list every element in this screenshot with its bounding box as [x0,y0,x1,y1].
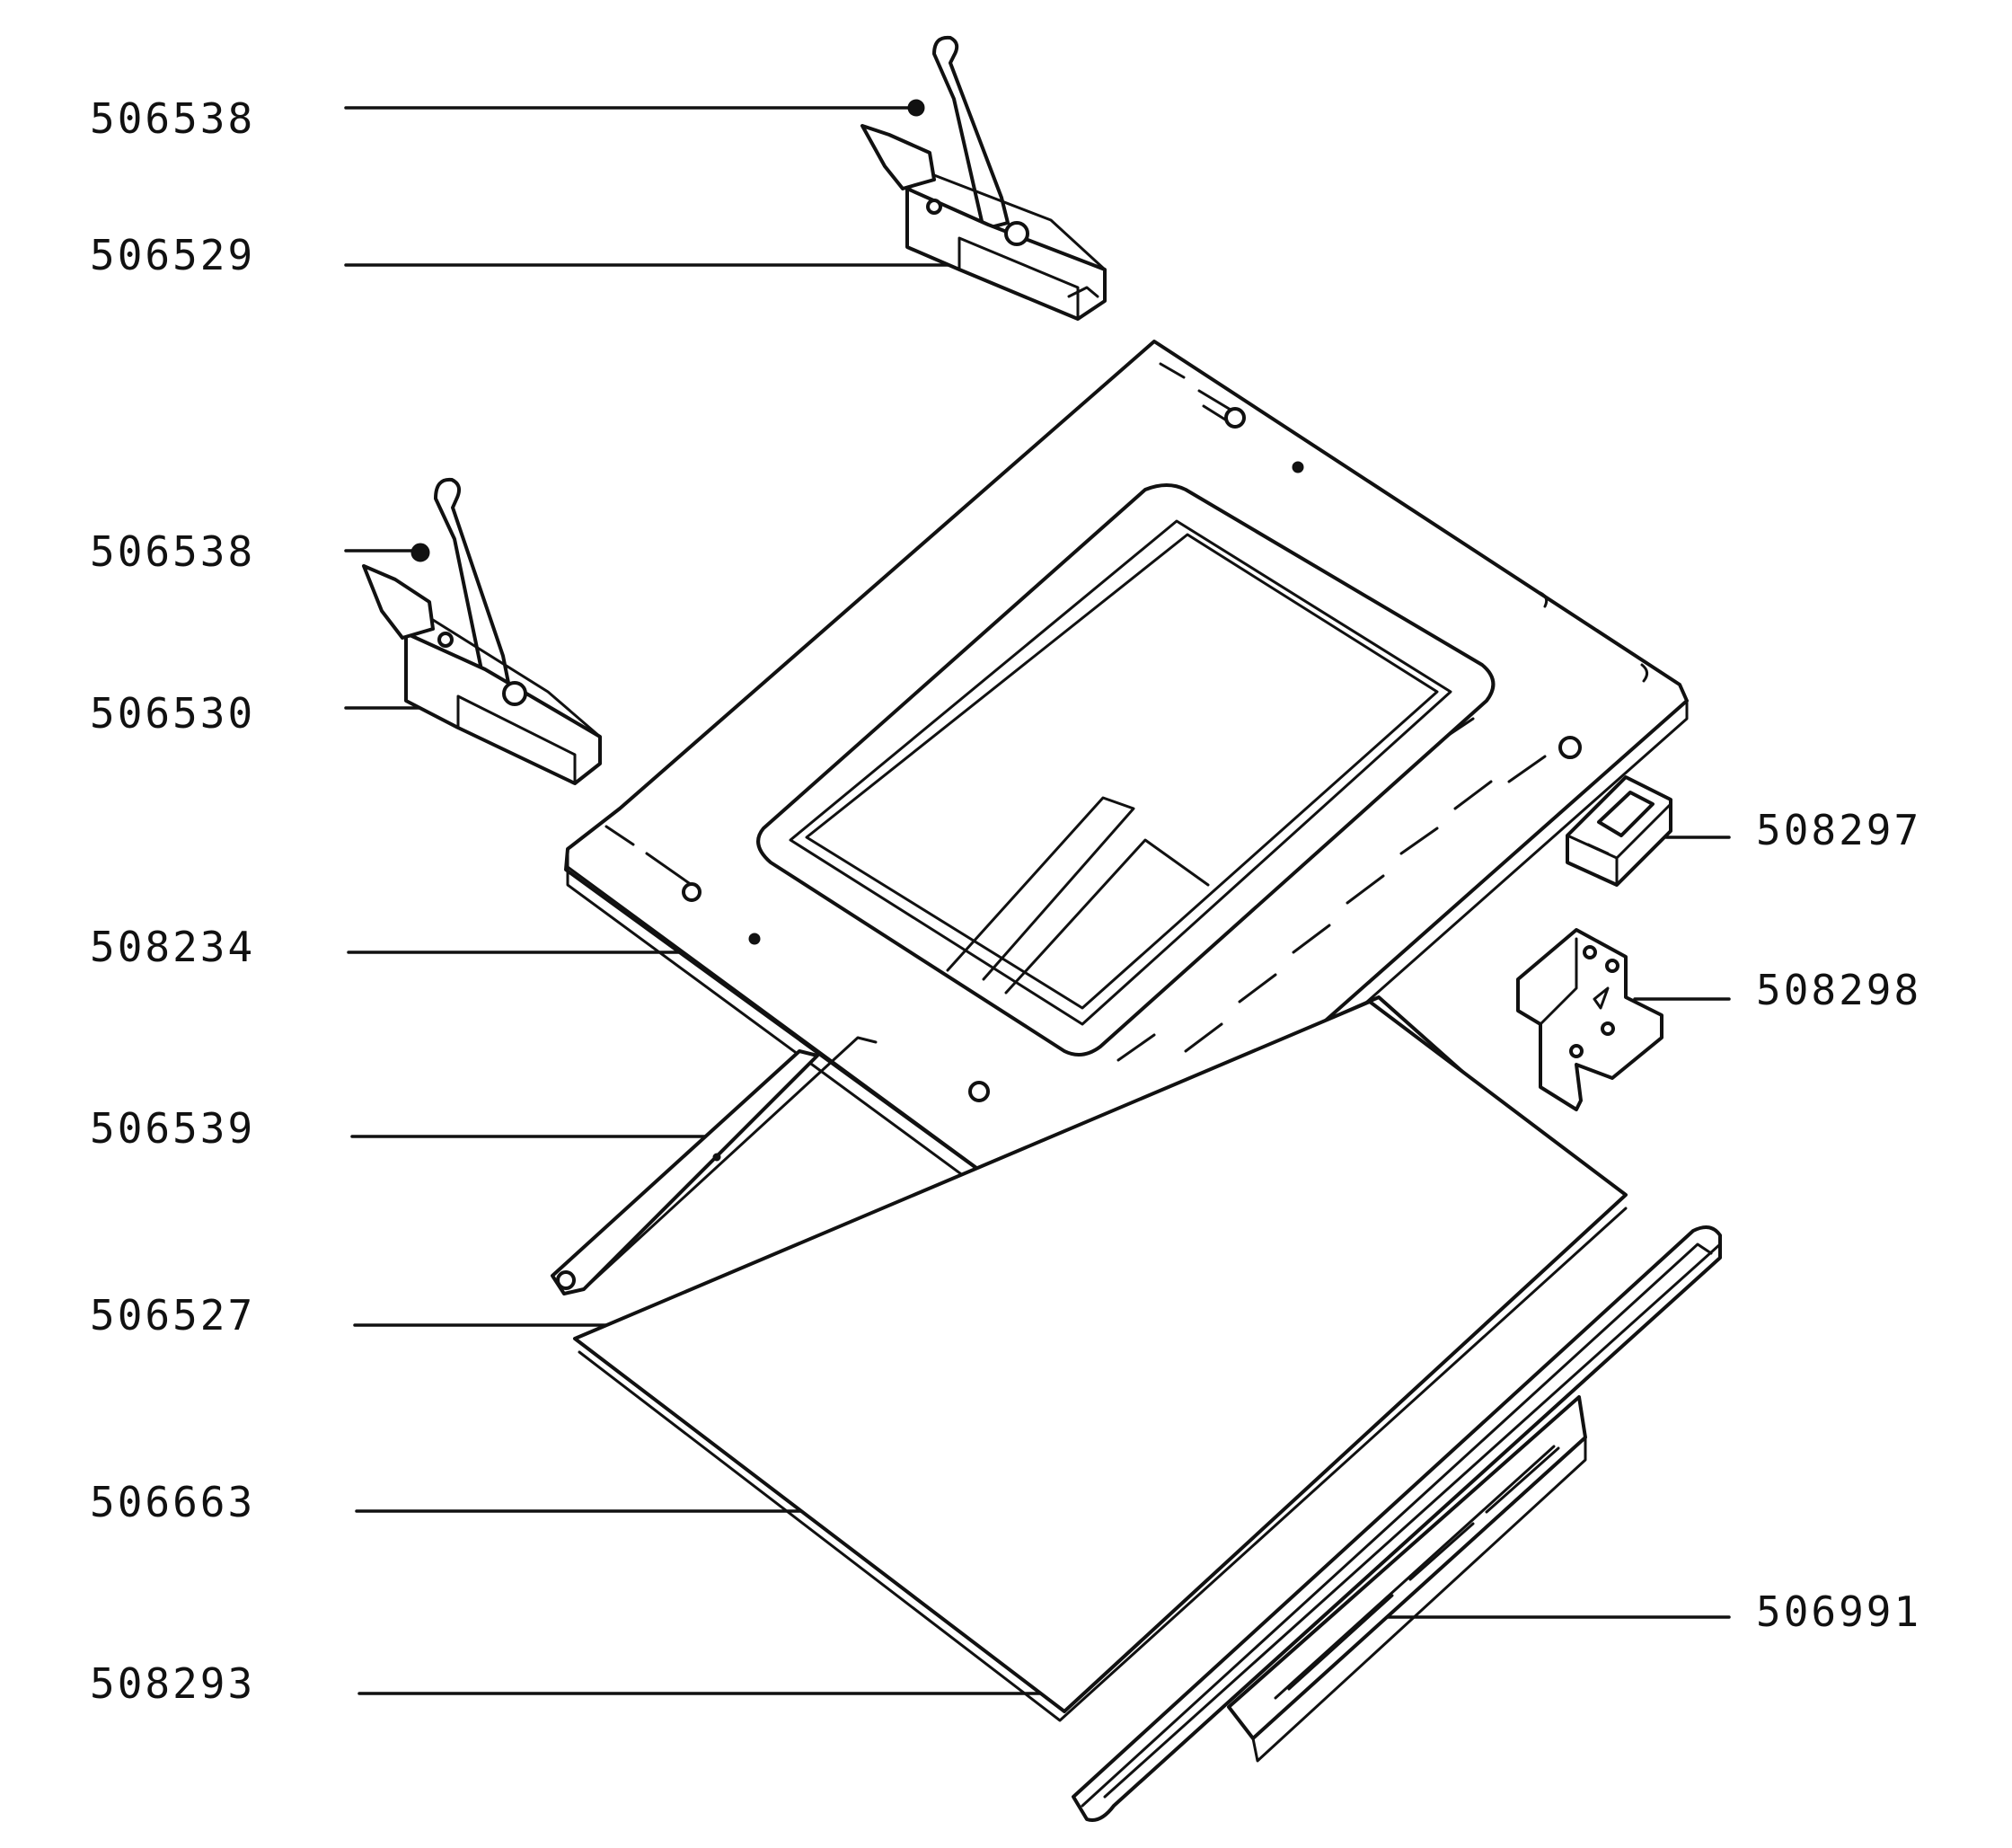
side-rail-part [551,1036,878,1295]
hinge-right-part [860,35,1107,321]
label-506538-top: 506538 [90,94,255,143]
label-508298: 508298 [1756,966,1921,1014]
door-handle-part [1072,1225,1722,1822]
label-506538-mid: 506538 [90,527,255,576]
label-506527: 506527 [90,1291,255,1340]
label-506530: 506530 [90,689,255,738]
catch-bracket-part [1516,928,1663,1111]
pin-icon-2 [410,543,430,562]
leader-lines [344,106,1731,1695]
label-508234: 508234 [90,923,255,971]
catch-clip-part [1566,775,1672,887]
label-506663: 506663 [90,1478,255,1526]
hinge-left-part [362,477,602,785]
label-506529: 506529 [90,231,255,279]
label-506991: 506991 [1756,1587,1921,1636]
label-508293: 508293 [90,1659,255,1708]
outer-glass-part [573,1000,1628,1722]
label-506539: 506539 [90,1104,255,1153]
label-508297: 508297 [1756,806,1921,854]
pin-icon [907,99,925,117]
